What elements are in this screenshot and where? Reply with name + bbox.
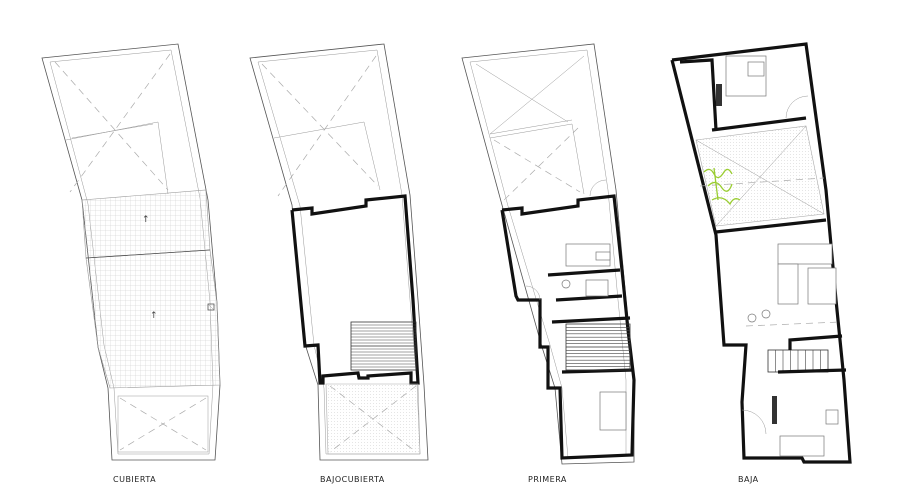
shower-icon <box>716 84 722 106</box>
chair-icon <box>747 313 757 323</box>
slope-arrow-icon: ↑ <box>142 215 150 225</box>
door-icon <box>772 396 777 424</box>
plan-primera: PRIMERA <box>461 43 636 484</box>
bathtub-icon <box>585 279 609 297</box>
ground-floor-walls <box>670 42 852 464</box>
attic-walls <box>290 194 420 385</box>
bed-icon <box>779 435 825 457</box>
plan-label-cubierta: CUBIERTA <box>113 475 156 484</box>
bed-icon <box>599 391 627 431</box>
plan-label-baja: BAJA <box>738 475 759 484</box>
door-swing-icon <box>589 179 607 197</box>
stairs <box>565 323 631 371</box>
sofa-icon <box>777 243 833 265</box>
toilet-icon <box>561 279 571 289</box>
plan-cubierta: ↑ ↑ CUBIERTA <box>41 43 221 484</box>
chimney-icon <box>207 303 215 311</box>
chair-icon <box>761 309 771 319</box>
handwritten-annotation <box>703 167 741 206</box>
plan-label-primera: PRIMERA <box>528 475 567 484</box>
plan-label-bajocubierta: BAJOCUBIERTA <box>320 475 385 484</box>
stairs <box>767 349 829 373</box>
plan-bajocubierta: BAJOCUBIERTA <box>249 43 429 484</box>
stairs <box>350 321 417 371</box>
slope-arrow-icon: ↑ <box>150 311 158 321</box>
door-swing-icon <box>785 95 809 119</box>
table-icon <box>807 267 837 305</box>
plan-baja: BAJA <box>670 42 852 484</box>
